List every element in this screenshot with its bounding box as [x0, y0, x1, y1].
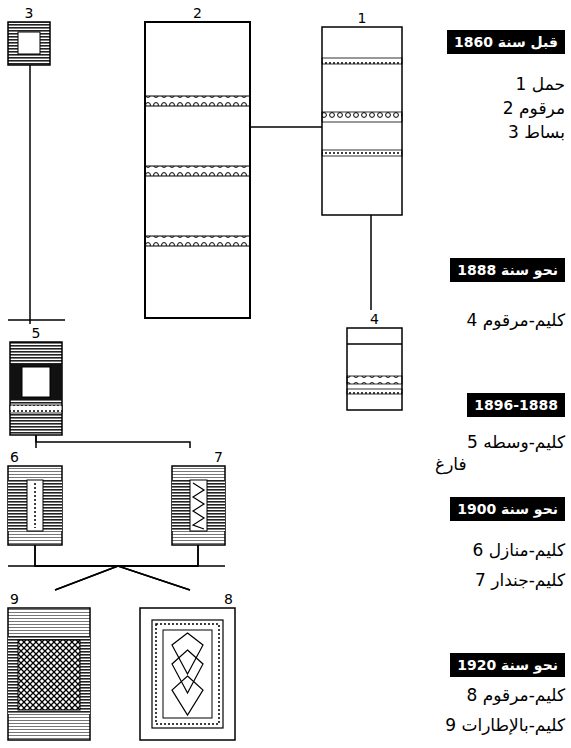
date-box: قبل سنة 1860 [447, 30, 565, 54]
rug-band [145, 166, 250, 176]
callout-number: 2 [145, 4, 250, 22]
rug-node: 4 [347, 310, 402, 410]
callout-number: 7 [172, 448, 225, 466]
legend-label: 1 حمل [516, 73, 565, 95]
rug-center [18, 32, 40, 54]
connector-line [29, 65, 31, 324]
connector-line [36, 435, 190, 448]
rug-outline [8, 22, 50, 65]
legend-label: 7 كليم-جندار [475, 569, 565, 591]
rug-band [10, 405, 62, 413]
rug-center [190, 480, 207, 531]
callout-number: 3 [8, 4, 50, 22]
rug-outline [347, 328, 402, 410]
rug-band [322, 112, 402, 122]
date-box: نحو سنة 1888 [450, 258, 565, 282]
rug-band [10, 405, 62, 413]
rug-panel [10, 364, 62, 400]
date-text: قبل سنة 1860 [454, 33, 558, 51]
rug-panel [172, 480, 225, 531]
rug-frame [156, 624, 219, 724]
legend-label: 9 كليم-بالإطارات [445, 714, 565, 736]
rug-kilim-frames [8, 608, 90, 740]
rug-hamal [322, 27, 402, 215]
connector-line [370, 215, 372, 310]
callout-number: 5 [10, 324, 62, 342]
rug-outline [145, 22, 250, 318]
rug-band [145, 96, 250, 106]
rug-panel [8, 636, 90, 714]
rug-band [347, 376, 402, 384]
tree-tick [8, 319, 65, 321]
legend-label: 5 كليم-وسطه فارغ [435, 431, 565, 475]
rug-band [347, 343, 402, 345]
rug-kilim-empty-center [10, 342, 62, 435]
rug-marqum [145, 22, 250, 318]
connector-line [55, 545, 198, 590]
callout-number: 4 [347, 310, 402, 328]
date-box: نحو سنة 1900 [450, 497, 565, 521]
rug-node: 7 [172, 448, 225, 545]
rug-outline [8, 466, 62, 545]
rug-center [22, 367, 50, 397]
rug-node: 1 [322, 9, 402, 215]
date-text: نحو سنة 1920 [457, 656, 558, 674]
rug-frame [152, 620, 223, 728]
rug-node: 5 [10, 324, 62, 435]
rug-node: 3 [8, 4, 50, 65]
rug-kilim-manazil [8, 466, 62, 545]
rug-band [322, 150, 402, 156]
rug-band [34, 483, 36, 528]
legend-label: 3 بساط [508, 121, 565, 143]
rug-outline [10, 342, 62, 435]
rug-diamond [172, 633, 203, 674]
date-text: نحو سنة 1900 [457, 500, 558, 518]
rug-node: 8 [140, 590, 235, 740]
legend-label: 8 كليم-مرقوم [467, 684, 565, 706]
rug-node: 2 [145, 4, 250, 318]
rug-outline [322, 27, 402, 215]
callout-number: 8 [140, 590, 235, 608]
connector-line [250, 126, 322, 128]
rug-frame [163, 630, 212, 718]
rug-outline [8, 608, 90, 740]
date-box: نحو سنة 1920 [450, 653, 565, 677]
connector-line [118, 545, 198, 590]
callout-number: 1 [322, 9, 402, 27]
connector-line [35, 545, 118, 590]
rug-center [18, 640, 80, 710]
rug-kilim-jandar [172, 466, 225, 545]
rug-panel [8, 480, 62, 531]
rug-zigzag [193, 483, 204, 529]
date-text: 1896-1888 [474, 396, 558, 414]
rug-node: 9 [8, 590, 90, 740]
rug-kilim-marqum-early [347, 328, 402, 410]
rug-outline [140, 608, 235, 740]
callout-number: 6 [8, 448, 62, 466]
date-box: 1896-1888 [467, 393, 565, 417]
legend-label: 4 كليم-مرقوم [467, 309, 565, 331]
date-text: نحو سنة 1888 [457, 261, 558, 279]
rug-center [27, 480, 43, 531]
legend-label: 2 مرقوم [503, 97, 565, 119]
rug-diamond [172, 676, 203, 715]
rug-node: 6 [8, 448, 62, 545]
rug-band [145, 236, 250, 246]
rug-band [347, 389, 402, 394]
callout-number: 9 [8, 590, 90, 608]
rug-outline [172, 466, 225, 545]
rug-kilim-marqum-late [140, 608, 235, 740]
legend-label: 6 كليم-منازل [472, 539, 565, 561]
rug-bisat [8, 22, 50, 65]
rug-band [322, 58, 402, 64]
